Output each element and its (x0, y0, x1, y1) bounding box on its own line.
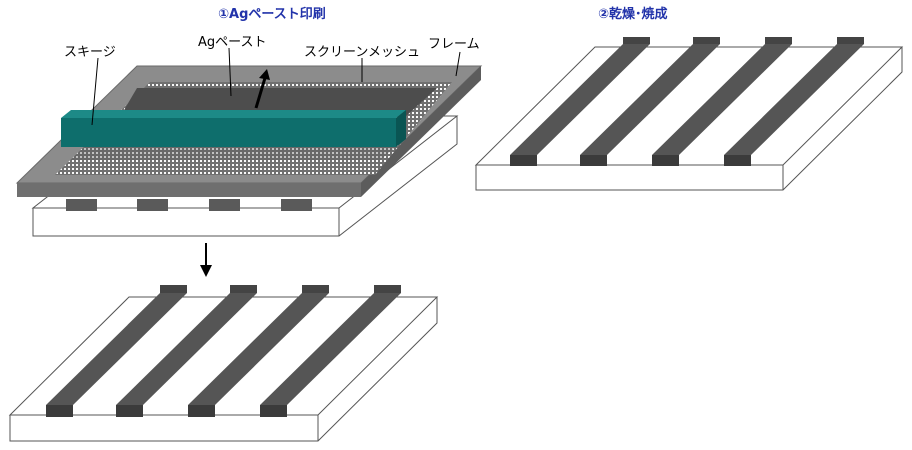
electrode-line (510, 37, 650, 166)
screen-mesh-label: スクリーンメッシュ (304, 45, 420, 60)
step2-title: ②乾燥･焼成 (598, 6, 668, 22)
electrode-line (116, 285, 257, 417)
printed-substrate-box (8, 296, 439, 442)
electrode-pads-under-screen (66, 199, 312, 211)
printing-setup: スキージ Agペースト スクリーンメッシュ フレーム (15, 35, 483, 237)
step1-title: ①Agペースト印刷 (218, 7, 326, 22)
electrode-line (724, 37, 864, 166)
electrode-line (580, 37, 720, 166)
squeegee (61, 110, 406, 147)
ag-paste-label: Agペースト (198, 35, 267, 50)
fired-substrate (474, 37, 904, 191)
printed-electrode-lines (46, 285, 401, 417)
squeegee-label: スキージ (64, 45, 116, 60)
printed-substrate (8, 285, 439, 442)
electrode-line (652, 37, 792, 166)
leader-lines (91, 47, 461, 126)
electrode-line (46, 285, 187, 417)
frame-label: フレーム (428, 37, 480, 52)
ag-paste-layer (120, 88, 437, 117)
fired-electrode-lines (510, 37, 864, 166)
squeegee-motion-arrow-icon (254, 69, 270, 109)
down-arrow-icon (200, 243, 212, 277)
fired-substrate-box (474, 46, 904, 191)
electrode-line (260, 285, 401, 417)
electrode-line (188, 285, 329, 417)
